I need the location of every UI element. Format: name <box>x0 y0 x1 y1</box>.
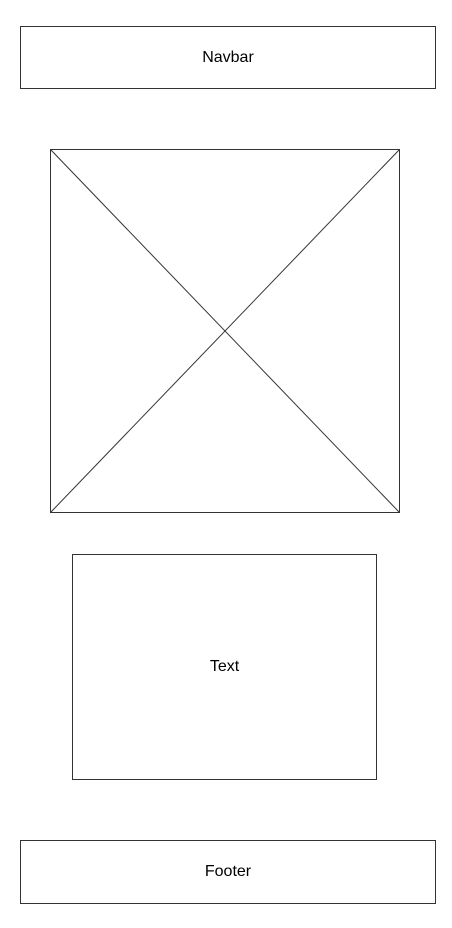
footer-box: Footer <box>20 840 436 904</box>
text-label: Text <box>209 658 240 675</box>
navbar-box: Navbar <box>20 26 436 89</box>
footer-label: Footer <box>204 863 252 880</box>
image-placeholder-icon <box>50 149 400 513</box>
text-box: Text <box>72 554 377 780</box>
image-placeholder-diagonal-2 <box>50 149 400 513</box>
navbar-label: Navbar <box>202 48 254 66</box>
